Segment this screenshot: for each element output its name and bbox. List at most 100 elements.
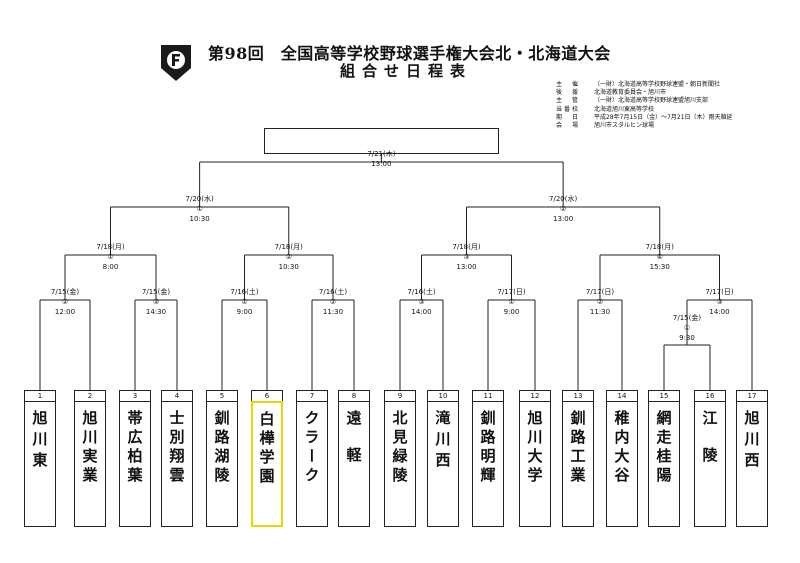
champion-box <box>264 128 499 154</box>
schedule-date: 7/20(水) <box>549 195 578 203</box>
team-name: 旭川西 <box>742 410 761 473</box>
schedule-time: 10:30 <box>278 263 299 271</box>
team-box: 旭川東 <box>24 401 56 527</box>
schedule-date: 7/18(月) <box>645 243 674 251</box>
schedule-date: 7/20(水) <box>185 195 214 203</box>
schedule-no: ③ <box>152 298 160 306</box>
schedule-date: 7/16(土) <box>407 288 436 296</box>
info-row: 後 援 北海道教育委員会・旭川市 <box>556 89 733 97</box>
page-title: 第98回 全国高等学校野球選手権大会北・北海道大会 <box>208 44 611 63</box>
schedule-time: 9:30 <box>679 334 695 342</box>
schedule-no: ③ <box>716 298 723 306</box>
schedule-no: ③ <box>418 298 425 306</box>
team-box: 白樺学園 <box>251 401 283 527</box>
round2-schedule: 7/16(土) ③ 14:00 <box>407 287 435 317</box>
info-value: （一財）北海道高等学校野球連盟旭川支部 <box>594 97 709 105</box>
team-name: 釧路明輝 <box>478 410 497 486</box>
schedule-time: 14:00 <box>411 308 432 316</box>
schedule-date: 7/17(日) <box>585 288 615 296</box>
info-value: 北海道旭川東高等学校 <box>594 105 655 113</box>
schedule-date: 7/15(金) <box>50 288 80 296</box>
schedule-no: ② <box>596 298 604 306</box>
team-name: 旭川東 <box>30 410 49 473</box>
info-row: 主 管 （一財）北海道高等学校野球連盟旭川支部 <box>556 97 733 105</box>
schedule-no: ① <box>508 298 515 306</box>
team-box: 稚内大谷 <box>606 401 638 527</box>
team-box: 釧路明輝 <box>472 401 504 527</box>
team-name: 旭川大学 <box>525 410 544 486</box>
schedule-date: 7/15(金) <box>141 288 171 296</box>
info-label: 後 援 <box>556 89 581 97</box>
schedule-no: ② <box>61 298 69 306</box>
team-name: 遠軽 <box>344 410 363 484</box>
info-value: 平成28年7月15日（金）〜7月21日（木）雨天順延 <box>594 113 733 121</box>
schedule-no: ② <box>329 298 337 306</box>
round2-schedule: 7/15(金) ② 12:00 <box>51 287 79 317</box>
info-label: 主 管 <box>556 97 581 105</box>
info-label: 会 場 <box>556 122 581 130</box>
schedule-date: 7/17(日) <box>705 288 734 296</box>
round2-schedule: 7/15(金) ③ 14:30 <box>142 287 170 317</box>
schedule-time: 14:30 <box>145 308 167 316</box>
quarterfinal-schedule: 7/18(月) ④ 15:30 <box>646 242 674 272</box>
team-box: クラーク <box>296 401 328 527</box>
team-box: 旭川大学 <box>519 401 551 527</box>
federation-logo-icon <box>161 45 191 81</box>
schedule-date: 7/21(木) <box>367 150 396 158</box>
team-name: クラーク <box>302 410 321 486</box>
schedule-date: 7/18(月) <box>452 243 481 251</box>
team-name: 滝川西 <box>433 410 452 473</box>
info-value: 北海道教育委員会・旭川市 <box>594 89 667 97</box>
schedule-time: 9:00 <box>236 308 253 316</box>
team-name: 江陵 <box>700 410 719 484</box>
team-box: 帯広柏葉 <box>119 401 151 527</box>
team-name: 旭川実業 <box>80 410 99 486</box>
team-name: 北見緑陵 <box>390 410 409 486</box>
team-box: 滝川西 <box>427 401 459 527</box>
info-row: 当番校 北海道旭川東高等学校 <box>556 106 733 114</box>
schedule-date: 7/18(月) <box>96 243 125 251</box>
schedule-time: 9:00 <box>503 308 520 316</box>
schedule-date: 7/17(日) <box>497 288 526 296</box>
team-box: 旭川西 <box>736 401 768 527</box>
info-row: 会 場 旭川市スタルヒン球場 <box>556 122 733 130</box>
schedule-date: 7/16(土) <box>318 288 348 296</box>
team-name: 釧路工業 <box>568 410 587 486</box>
team-box: 網走桂陽 <box>648 401 680 527</box>
info-value: 旭川市スタルヒン球場 <box>594 122 655 130</box>
schedule-no: ④ <box>656 253 663 261</box>
schedule-time: 13:00 <box>553 215 574 223</box>
info-value: （一財）北海道高等学校野球連盟・朝日新聞社 <box>594 81 721 88</box>
schedule-no: ① <box>683 324 691 332</box>
page-subtitle: 組合せ日程表 <box>340 62 473 80</box>
schedule-time: 8:00 <box>102 263 119 271</box>
team-box: 釧路湖陵 <box>206 401 238 527</box>
schedule-date: 7/18(月) <box>274 243 303 251</box>
final-schedule: 7/21(木)13:00 <box>367 149 395 169</box>
info-label: 主 催 <box>556 81 581 88</box>
team-name: 帯広柏葉 <box>125 410 144 486</box>
schedule-time: 15:30 <box>649 263 670 271</box>
info-label: 当番校 <box>556 105 581 113</box>
team-number: 8 <box>338 390 370 402</box>
schedule-time: 12:00 <box>54 308 76 316</box>
info-label: 期 日 <box>556 113 581 121</box>
schedule-no: ③ <box>463 253 470 261</box>
team-box: 江陵 <box>694 401 726 527</box>
team-box: 遠軽 <box>338 401 370 527</box>
tournament-info: 主 催 （一財）北海道高等学校野球連盟・朝日新聞社 後 援 北海道教育委員会・旭川市… <box>556 81 733 130</box>
team-name: 釧路湖陵 <box>212 410 231 486</box>
info-row: 主 催 （一財）北海道高等学校野球連盟・朝日新聞社 <box>556 81 733 89</box>
team-name: 士別翔雲 <box>167 410 186 486</box>
schedule-time: 10:30 <box>189 215 210 223</box>
